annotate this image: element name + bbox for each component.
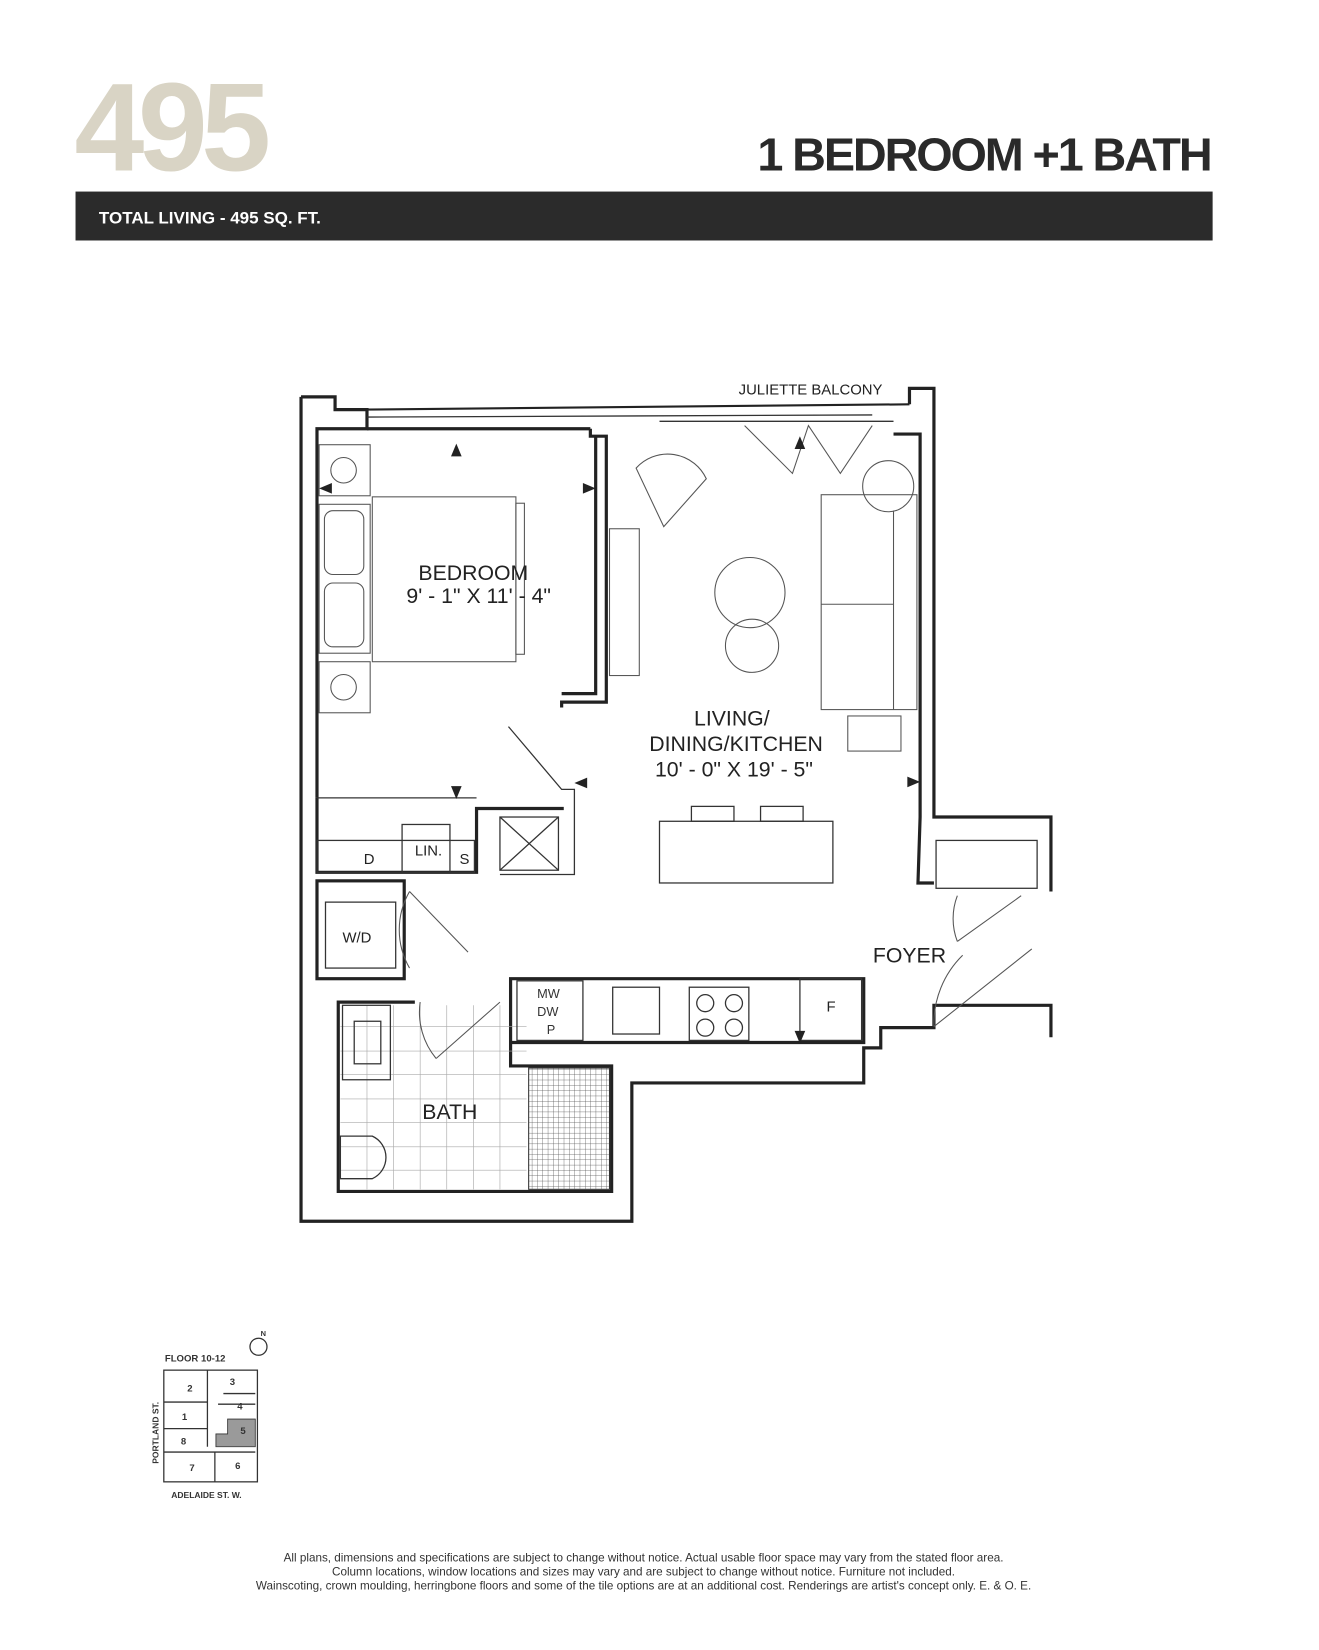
living-dimensions: 10' - 0" X 19' - 5" — [655, 758, 813, 782]
living-label-2: DINING/KITCHEN — [649, 732, 823, 756]
unit-size-number: 495 — [74, 56, 268, 197]
closet-d-label: D — [364, 852, 375, 868]
key-unit-5: 5 — [240, 1426, 246, 1437]
washer-dryer-label: W/D — [343, 931, 372, 947]
north-label: N — [261, 1329, 266, 1338]
bath-label: BATH — [422, 1100, 477, 1124]
floor-plan: D LIN. S W/D BATH MW DW P — [299, 383, 1053, 1223]
street-portland: PORTLAND ST. — [150, 1402, 160, 1464]
dishwasher-label: DW — [537, 1004, 558, 1019]
north-arrow-icon — [249, 1337, 268, 1356]
key-unit-1: 1 — [182, 1412, 188, 1423]
pantry-label: P — [547, 1022, 556, 1037]
key-unit-3: 3 — [230, 1377, 235, 1388]
disclaimer-line-3: Wainscoting, crown moulding, herringbone… — [256, 1579, 1031, 1592]
foyer-label: FOYER — [873, 944, 946, 968]
key-unit-6: 6 — [235, 1461, 240, 1472]
living-label-1: LIVING/ — [694, 707, 770, 731]
street-adelaide: ADELAIDE ST. W. — [171, 1490, 241, 1500]
disclaimer-line-2: Column locations, window locations and s… — [332, 1565, 955, 1578]
bedroom-dimensions: 9' - 1" X 11' - 4" — [406, 584, 551, 608]
key-plan: N FLOOR 10-12 2 3 4 1 5 8 7 6 PORTLAND S… — [150, 1329, 268, 1500]
juliette-balcony-label: JULIETTE BALCONY — [739, 383, 883, 399]
key-plan-title: FLOOR 10-12 — [165, 1354, 226, 1365]
total-living-text: TOTAL LIVING - 495 SQ. FT. — [99, 208, 321, 227]
key-unit-7: 7 — [189, 1463, 194, 1474]
fridge-label: F — [827, 1000, 836, 1016]
disclaimer-line-1: All plans, dimensions and specifications… — [284, 1552, 1004, 1565]
linen-label: LIN. — [415, 843, 442, 859]
key-unit-2: 2 — [187, 1383, 192, 1394]
microwave-label: MW — [537, 986, 560, 1001]
highlighted-unit — [215, 1418, 256, 1448]
total-living-bar — [75, 191, 1213, 241]
unit-type-title: 1 BEDROOM +1 BATH — [757, 128, 1210, 180]
key-unit-4: 4 — [237, 1402, 243, 1413]
key-unit-8: 8 — [181, 1437, 187, 1448]
closet-s-label: S — [460, 852, 470, 868]
bedroom-label: BEDROOM — [418, 561, 528, 585]
